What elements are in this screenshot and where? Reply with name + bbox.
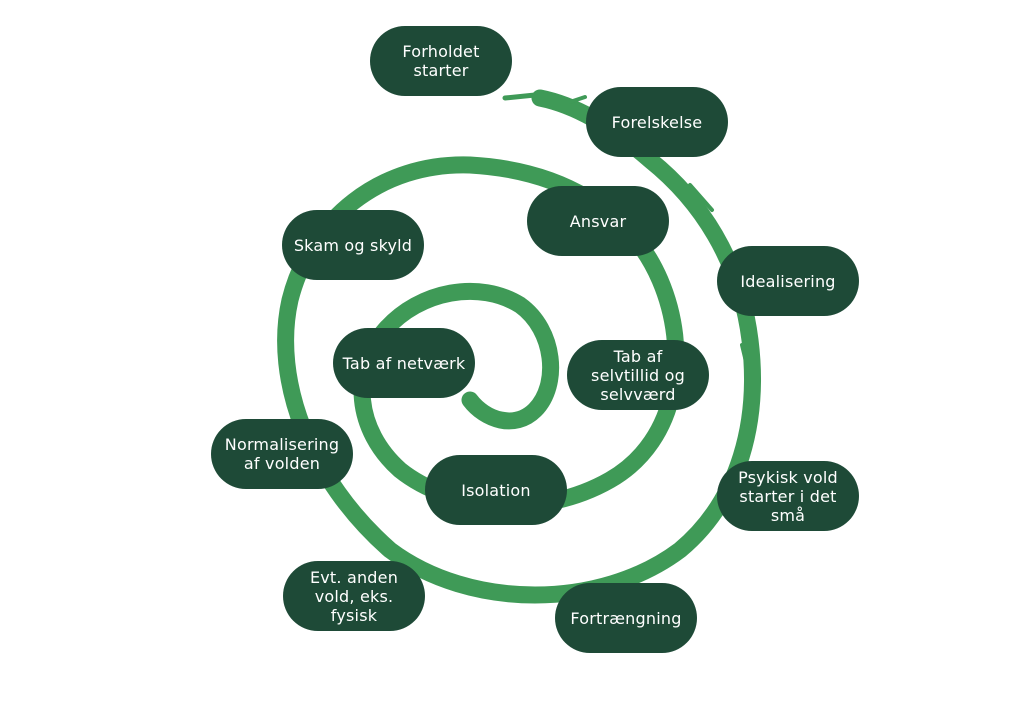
spiral-stroke [277, 89, 761, 604]
node-skam-og-skyld: Skam og skyld [282, 210, 424, 280]
node-forholdet-starter: Forholdet starter [370, 26, 512, 96]
node-ansvar: Ansvar [527, 186, 669, 256]
spiral-brush-fragment [688, 183, 714, 212]
spiral-brush-fragment [568, 95, 587, 104]
spiral-brush-fragment [740, 343, 750, 372]
node-fortraengning: Fortrængning [555, 583, 697, 653]
node-tab-af-selvtillid: Tab af selvtillid og selvværd [567, 340, 709, 410]
node-forelskelse: Forelskelse [586, 87, 728, 157]
node-anden-vold: Evt. anden vold, eks. fysisk [283, 561, 425, 631]
spiral-brush-fragment [502, 92, 538, 101]
node-normalisering: Normalisering af volden [211, 419, 353, 489]
node-isolation: Isolation [425, 455, 567, 525]
node-tab-af-netvaerk: Tab af netværk [333, 328, 475, 398]
node-psykisk-vold: Psykisk vold starter i det små [717, 461, 859, 531]
node-idealisering: Idealisering [717, 246, 859, 316]
